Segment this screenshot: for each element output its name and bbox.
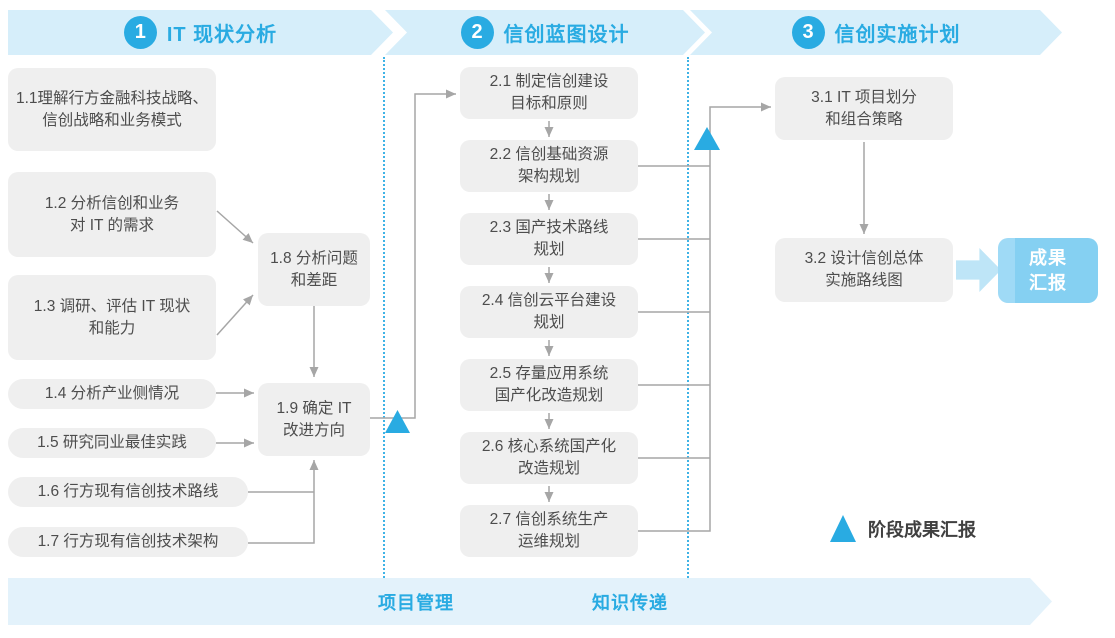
task-box-1-1-line1: 1.1理解行方金融科技战略、 [15,89,209,107]
task-box-3-2-line2: 实施路线图 [825,272,903,289]
phase-number-badge-1: 1 [124,16,157,49]
task-box-1-5: 1.5 研究同业最佳实践 [8,428,216,458]
task-box-2-5: 2.5 存量应用系统 国产化改造规划 [460,359,638,411]
task-box-3-1-line1: 3.1 IT 项目划分 [811,88,917,106]
phase-divider-2 [687,57,689,578]
phase-title-3: 信创实施计划 [834,24,961,46]
phase-title-2: 信创蓝图设计 [503,24,630,46]
task-box-2-2-line1: 2.2 信创基础资源 [489,146,609,164]
task-box-2-4-line2: 规划 [533,314,565,331]
task-box-2-7: 2.7 信创系统生产 运维规划 [460,505,638,557]
task-box-1-5-line1: 1.5 研究同业最佳实践 [37,434,187,452]
result-report-line1: 成果 [1029,248,1067,269]
task-box-3-1-line2: 和组合策略 [825,110,903,128]
task-box-2-1-line1: 2.1 制定信创建设 [489,73,609,91]
result-arrow-icon [956,248,1001,292]
legend-milestone-triangle-icon [830,515,856,542]
task-box-2-2: 2.2 信创基础资源 架构规划 [460,140,638,192]
legend: 阶段成果汇报 [830,515,976,542]
result-report-line2: 汇报 [1029,272,1067,293]
task-box-1-4: 1.4 分析产业侧情况 [8,379,216,409]
task-box-3-2-line1: 3.2 设计信创总体 [804,250,924,268]
task-box-2-6-line1: 2.6 核心系统国产化 [481,438,617,456]
task-box-1-8: 1.8 分析问题 和差距 [258,233,370,306]
task-box-1-3-line2: 和能力 [88,319,136,337]
task-box-1-9-line2: 改进方向 [282,421,345,439]
task-box-1-7: 1.7 行方现有信创技术架构 [8,527,248,557]
result-report-box: 成果 汇报 [998,238,1098,303]
task-box-2-7-line2: 运维规划 [517,533,580,550]
task-box-2-1-line2: 目标和原则 [510,95,588,112]
task-box-2-4: 2.4 信创云平台建设 规划 [460,286,638,338]
phase-number-badge-3: 3 [792,16,825,49]
task-box-1-2-line2: 对 IT 的需求 [69,216,155,234]
phase-banner-3: 3 信创实施计划 [690,10,1062,55]
task-box-1-8-line2: 和差距 [290,271,338,289]
task-box-1-8-line1: 1.8 分析问题 [270,249,358,267]
task-box-1-6: 1.6 行方现有信创技术路线 [8,477,248,507]
task-box-1-2: 1.2 分析信创和业务 对 IT 的需求 [8,172,216,257]
milestone-triangle-1 [385,410,410,433]
task-box-2-4-line1: 2.4 信创云平台建设 [481,292,617,310]
footer-label-knowledge-transfer: 知识传递 [592,592,668,613]
task-box-2-2-line2: 架构规划 [517,168,580,185]
task-box-1-4-line1: 1.4 分析产业侧情况 [44,385,180,403]
task-box-2-3-line1: 2.3 国产技术路线 [489,219,609,237]
footer-banner: 项目管理 知识传递 [8,578,1052,625]
phase-number-badge-2: 2 [461,16,494,49]
legend-label: 阶段成果汇报 [868,519,976,540]
task-box-2-5-line2: 国产化改造规划 [494,387,604,404]
task-box-2-3-line2: 规划 [533,241,565,258]
task-box-2-5-line1: 2.5 存量应用系统 [489,365,609,383]
task-box-1-3-line1: 1.3 调研、评估 IT 现状 [33,297,191,315]
task-box-1-7-line1: 1.7 行方现有信创技术架构 [37,533,219,551]
phase-banner-2: 2 信创蓝图设计 [385,10,705,55]
task-box-3-1: 3.1 IT 项目划分 和组合策略 [775,77,953,140]
phase-divider-1 [383,57,385,578]
task-box-3-2: 3.2 设计信创总体 实施路线图 [775,238,953,302]
task-box-2-1: 2.1 制定信创建设 目标和原则 [460,67,638,119]
task-box-1-6-line1: 1.6 行方现有信创技术路线 [37,483,219,501]
task-box-1-1: 1.1理解行方金融科技战略、 信创战略和业务模式 [8,68,216,151]
task-box-2-7-line1: 2.7 信创系统生产 [489,511,609,529]
task-box-1-9-line1: 1.9 确定 IT [276,399,352,417]
task-box-1-3: 1.3 调研、评估 IT 现状 和能力 [8,275,216,360]
footer-label-project-management: 项目管理 [378,592,454,613]
task-box-2-6-line2: 改造规划 [517,460,580,477]
task-box-2-6: 2.6 核心系统国产化 改造规划 [460,432,638,484]
task-box-2-3: 2.3 国产技术路线 规划 [460,213,638,265]
task-box-1-9: 1.9 确定 IT 改进方向 [258,383,370,456]
task-box-1-2-line1: 1.2 分析信创和业务 [44,194,180,212]
milestone-triangle-2 [694,127,720,150]
phase-banner-1: 1 IT 现状分析 [8,10,393,55]
phase-title-1: IT 现状分析 [166,24,278,46]
task-box-1-1-line2: 信创战略和业务模式 [42,111,182,129]
